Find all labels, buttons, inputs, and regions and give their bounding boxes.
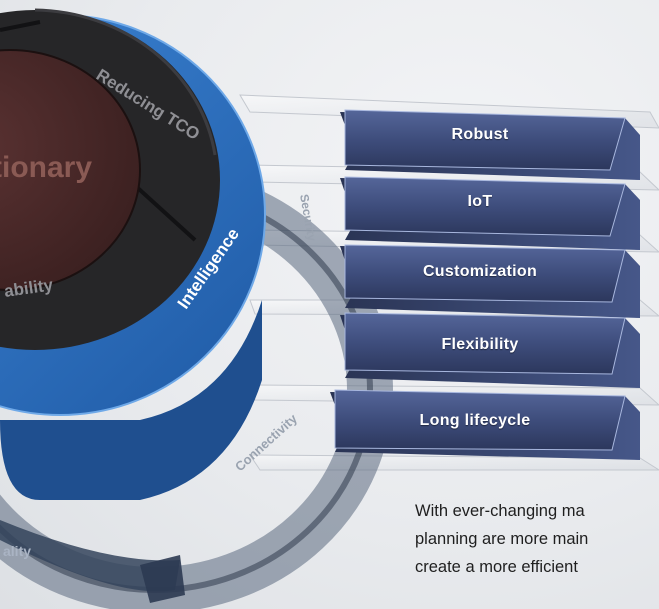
- blade-label-robust: Robust: [451, 126, 509, 143]
- blade-label-iot: IoT: [467, 193, 493, 210]
- caption-text: With ever-changing ma planning are more …: [415, 497, 659, 581]
- caption-line: planning are more main: [415, 530, 589, 548]
- feature-blades: [330, 109, 640, 460]
- caption-line: With ever-changing ma: [415, 502, 585, 520]
- blade-label-long-lifecycle: Long lifecycle: [419, 412, 531, 429]
- outer-bottom-label: ality: [3, 543, 31, 559]
- center-disk: [0, 49, 141, 291]
- blade-label-customization: Customization: [422, 263, 538, 280]
- center-label: tionary: [0, 151, 92, 184]
- caption-line: create a more efficient: [415, 558, 578, 576]
- blade-label-flexibility: Flexibility: [441, 336, 519, 353]
